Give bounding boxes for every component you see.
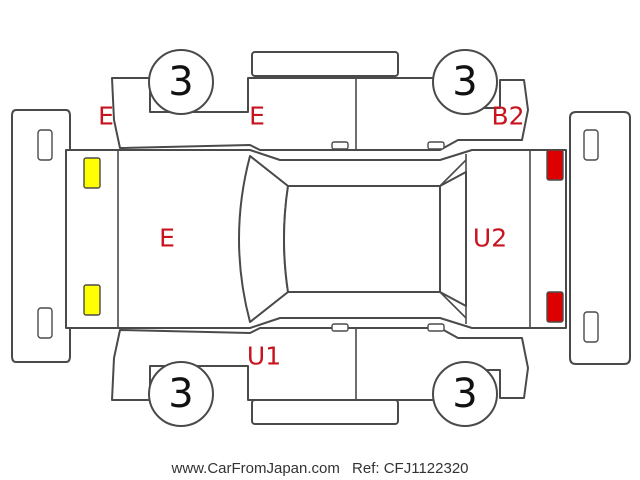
wheel-front-left: 3 [148, 49, 214, 115]
wheel-rear-left: 3 [432, 49, 498, 115]
damage-code-rear-left-quarter: B2 [491, 102, 524, 131]
damage-code-tailgate: U2 [473, 224, 507, 253]
rear-window [439, 171, 467, 307]
tire-tread-front-left: 3 [168, 59, 193, 105]
front-bumper [11, 109, 71, 363]
left-running-board [251, 51, 399, 77]
wheel-front-right: 3 [148, 361, 214, 427]
right-running-board [251, 399, 399, 425]
left-side-panel [111, 77, 529, 151]
damage-code-rear-left-door: E [249, 102, 265, 131]
tire-tread-rear-left: 3 [452, 59, 477, 105]
roof [283, 185, 441, 293]
fog-light-left [83, 157, 101, 189]
footer-ref: Ref: CFJ1122320 [352, 460, 468, 477]
footer-site: www.CarFromJapan.com [170, 460, 339, 477]
tire-tread-front-right: 3 [168, 371, 193, 417]
tire-tread-rear-right: 3 [452, 371, 477, 417]
wheel-rear-right: 3 [432, 361, 498, 427]
tail-light-left [546, 149, 564, 181]
svg-text:www.CarFromJapan.com Ref:: www.CarFromJapan.com Ref: CFJ1122320 [170, 460, 468, 477]
rear-bumper [569, 111, 631, 365]
fog-light-right [83, 284, 101, 316]
right-side-panel [111, 323, 529, 401]
damage-code-hood: E [159, 224, 175, 253]
damage-code-front-left-fender: E [98, 102, 114, 131]
tail-light-right [546, 291, 564, 323]
damage-code-front-right-door: U1 [247, 342, 281, 371]
